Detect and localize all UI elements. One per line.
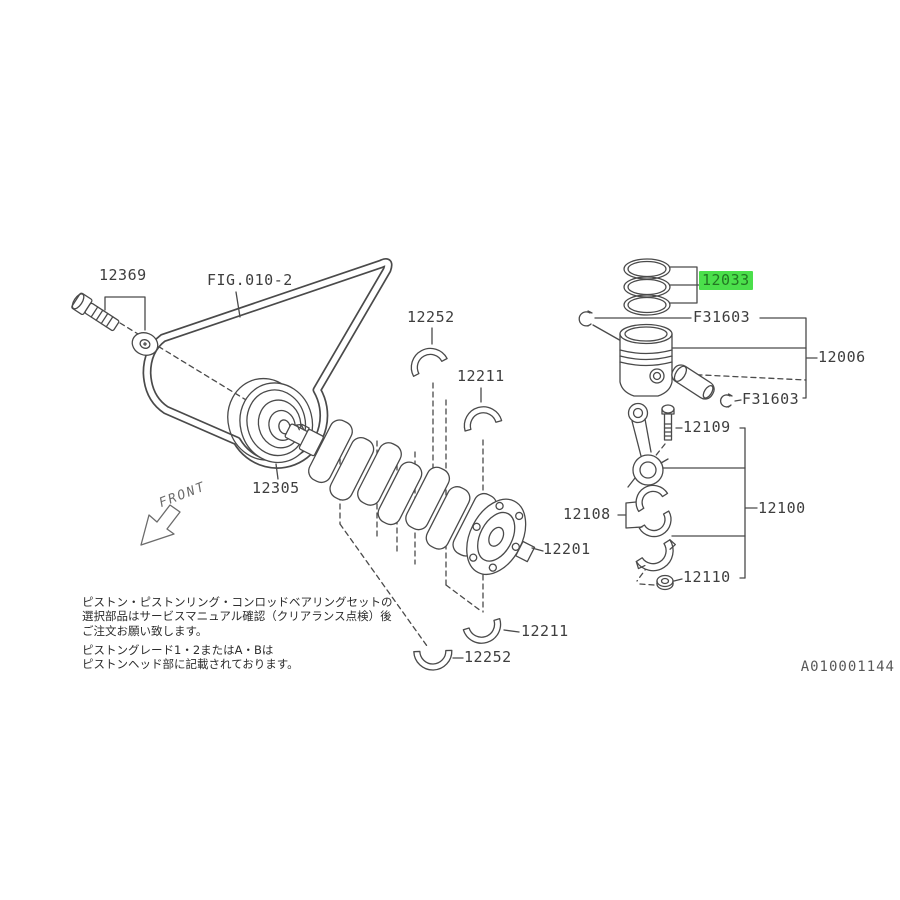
label-piston-set: 12006 xyxy=(818,348,866,366)
note-line: ピストン・ピストンリング・コンロッドベアリングセットの xyxy=(82,595,393,609)
washer-art xyxy=(131,332,159,356)
pulley-bolt-art xyxy=(71,292,159,356)
ring-set-bracket xyxy=(669,266,701,304)
rod-cap-art xyxy=(635,539,677,572)
label-main-bearing-lower-rear: 12211 xyxy=(521,622,569,640)
rod-nut-art xyxy=(656,574,674,591)
label-rod-nut: 12110 xyxy=(683,568,731,586)
figure-ref-leader xyxy=(235,291,241,318)
rod-bearing-bracket xyxy=(617,501,643,529)
label-figure-ref: FIG.010-2 xyxy=(207,271,293,289)
label-rod-bolt: 12109 xyxy=(683,418,731,436)
order-notes: ピストン・ピストンリング・コンロッドベアリングセットの 選択部品はサービスマニュ… xyxy=(82,595,393,671)
piston-pin-art xyxy=(671,364,715,400)
note-line: 選択部品はサービスマニュアル確認（クリアランス点検）後 xyxy=(82,609,392,624)
rod-nut-leader xyxy=(673,577,746,582)
pulley-bolt-bracket xyxy=(104,296,146,331)
note-line: ご注文お願い致します。 xyxy=(82,623,208,638)
drawing-code: A010001144 xyxy=(800,659,895,675)
label-pulley-bolt: 12369 xyxy=(99,266,147,284)
label-pin-clip-lower: F31603 xyxy=(742,390,800,408)
crank-pulley xyxy=(227,377,314,464)
label-piston-ring-set-highlighted: 12033 xyxy=(699,271,753,290)
connecting-rod-art xyxy=(627,402,669,488)
label-main-bearing-upper-front: 12252 xyxy=(407,308,455,326)
piston-set-bracket xyxy=(759,317,818,399)
note-line: ピストングレード1・2またはA・Bは xyxy=(82,642,274,657)
rod-bolt-art xyxy=(661,404,675,441)
label-main-bearing-upper-rear: 12211 xyxy=(457,367,505,385)
label-crankshaft: 12201 xyxy=(543,540,591,558)
main-bearing-shells xyxy=(410,327,520,671)
rod-bearing-shells xyxy=(617,484,672,538)
pin-clip-lower-art xyxy=(719,393,742,408)
label-rod-bearing-set: 12108 xyxy=(563,505,611,523)
crankshaft-leader xyxy=(531,547,544,552)
label-connecting-rod-assembly: 12100 xyxy=(758,499,806,517)
piston-art xyxy=(619,323,673,397)
pulley-leader xyxy=(275,463,279,480)
pin-clip-upper-art xyxy=(578,310,692,343)
crankshaft-art xyxy=(284,419,536,575)
front-arrow-icon xyxy=(140,504,181,546)
note-line: ピストンヘッド部に記載されております。 xyxy=(82,657,299,671)
label-pin-clip-upper: F31603 xyxy=(693,308,751,326)
label-main-bearing-lower-front: 12252 xyxy=(464,648,512,666)
timing-belt xyxy=(142,258,393,469)
piston-rings-art xyxy=(623,258,701,316)
label-crank-pulley: 12305 xyxy=(252,479,300,497)
rod-assembly-bracket xyxy=(744,427,758,579)
